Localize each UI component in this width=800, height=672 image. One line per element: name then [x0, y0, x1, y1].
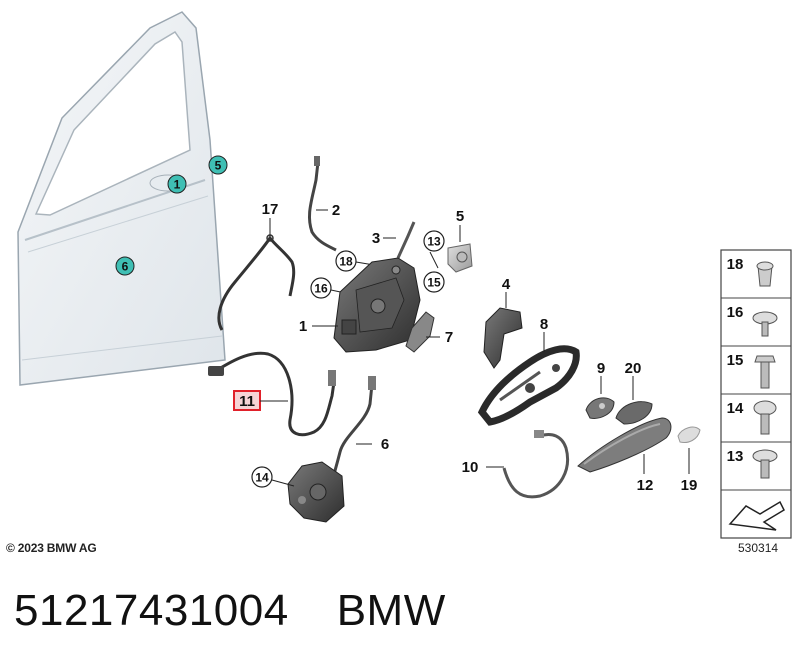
svg-text:18: 18: [339, 255, 353, 269]
callout-14: 14: [251, 466, 273, 488]
svg-text:5: 5: [215, 159, 222, 173]
svg-text:15: 15: [427, 276, 441, 290]
svg-text:8: 8: [540, 316, 548, 333]
part-4-bracket: [483, 307, 523, 369]
part-3-rod: [396, 221, 416, 259]
hex-bolt-icon: [754, 355, 776, 389]
svg-text:10: 10: [462, 459, 479, 476]
side-panel-label-18: 18: [727, 256, 744, 273]
part-1-lock: [333, 257, 421, 353]
round-head-screw-icon: [753, 400, 777, 435]
svg-text:11: 11: [239, 393, 255, 410]
side-panel-label-14: 14: [727, 400, 744, 417]
copyright-text: © 2023 BMW AG: [6, 541, 97, 555]
callout-door-5: 5: [208, 155, 228, 175]
side-panel-label-13: 13: [727, 448, 744, 465]
svg-text:4: 4: [502, 276, 511, 293]
door-illustration: [17, 11, 226, 386]
svg-text:6: 6: [122, 260, 129, 274]
part-20-cap: [615, 401, 653, 425]
callout-13: 13: [423, 230, 445, 252]
svg-text:20: 20: [625, 360, 642, 377]
lower-lock-assembly: [287, 461, 345, 523]
flange-bolt-icon: [752, 449, 778, 479]
part-17-wire: [217, 234, 296, 331]
svg-text:7: 7: [445, 329, 453, 346]
callout-16: 16: [310, 277, 332, 299]
part-8-carrier: [477, 345, 580, 426]
part-7-cover: [405, 311, 435, 353]
part-12-handle: [577, 417, 672, 473]
side-panel-label-15: 15: [727, 352, 744, 369]
callout-door-6: 6: [115, 256, 135, 276]
part-9-cap: [585, 397, 615, 419]
brand-name: BMW: [336, 586, 446, 635]
image-number: 530314: [738, 541, 779, 555]
svg-text:6: 6: [381, 436, 389, 453]
svg-text:1: 1: [299, 318, 307, 335]
part-19-cap: [677, 426, 701, 443]
svg-text:5: 5: [456, 208, 464, 225]
part-number-line: 51217431004 BMW: [14, 586, 446, 636]
callout-15: 15: [423, 271, 445, 293]
svg-text:12: 12: [637, 477, 654, 494]
fastener-side-panel: 18 16 15 14 13: [720, 249, 792, 539]
svg-text:2: 2: [332, 202, 340, 219]
svg-text:9: 9: [597, 360, 605, 377]
svg-text:13: 13: [427, 235, 441, 249]
part-number: 51217431004: [14, 586, 289, 635]
clip-nut-icon: [756, 261, 774, 287]
side-panel-label-16: 16: [727, 304, 744, 321]
callout-door-1: 1: [167, 174, 187, 194]
svg-text:3: 3: [372, 230, 380, 247]
flat-head-screw-icon: [752, 311, 778, 337]
svg-text:19: 19: [681, 477, 698, 494]
callout-11-highlighted: 11: [233, 390, 261, 411]
svg-text:16: 16: [314, 282, 328, 296]
callout-18: 18: [335, 250, 357, 272]
part-11-cable: [208, 351, 336, 437]
arrow-icon: [728, 500, 785, 531]
svg-text:1: 1: [174, 178, 181, 192]
part-5-bracket: [447, 243, 473, 273]
part-10-cable: [502, 430, 569, 499]
parts-diagram: 1 5 6 17 2 3 5 13 15: [17, 11, 792, 539]
part-2-rod: [308, 156, 337, 252]
svg-text:14: 14: [255, 471, 269, 485]
svg-text:17: 17: [262, 201, 279, 218]
